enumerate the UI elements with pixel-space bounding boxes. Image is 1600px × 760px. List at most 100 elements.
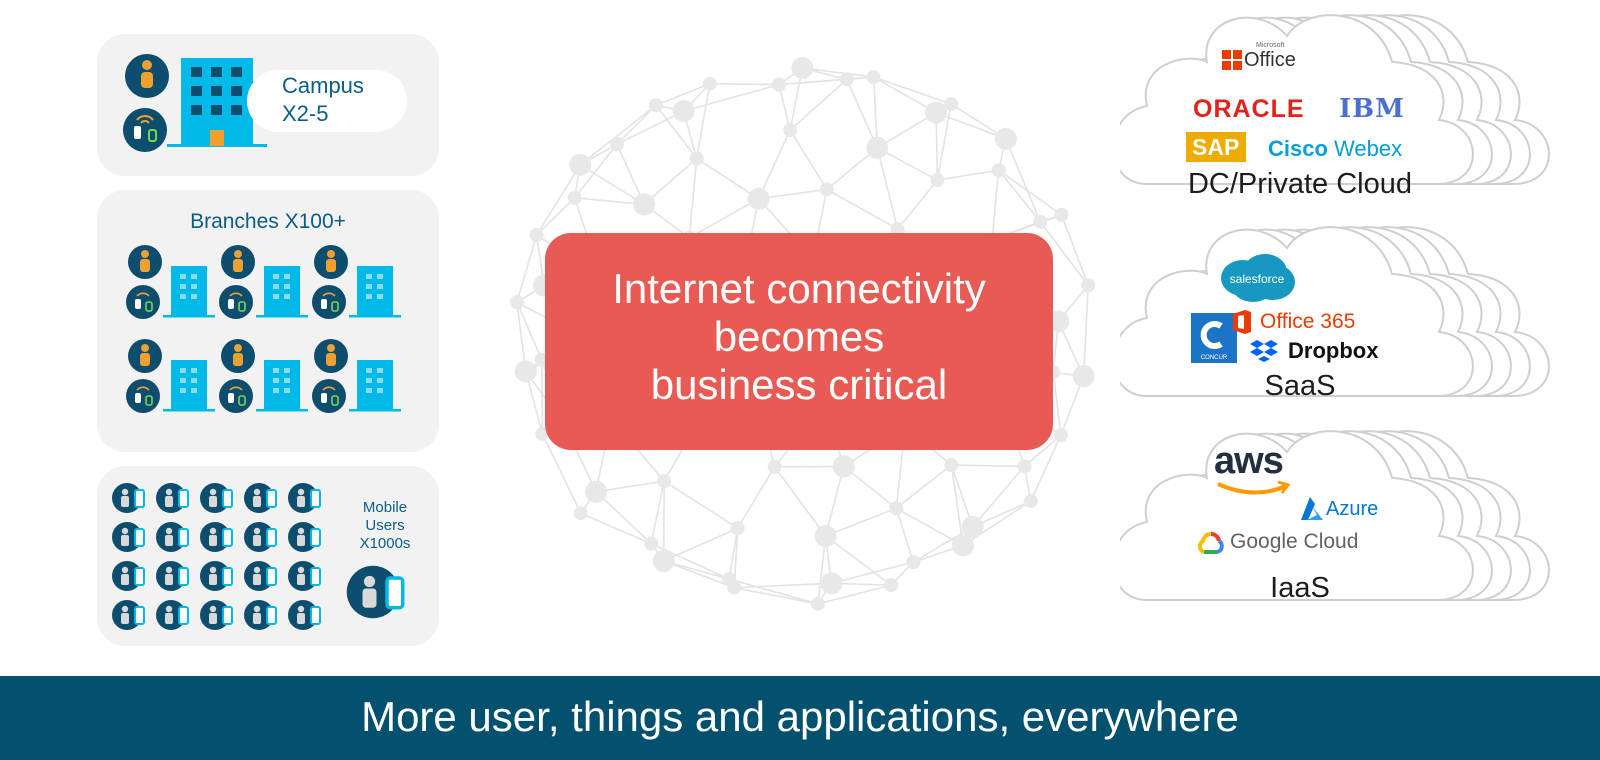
branch-site-icon (219, 245, 308, 319)
globe-node (839, 72, 854, 87)
office-logo-text: Office (1244, 49, 1296, 71)
critical-message: Internet connectivity becomes business c… (612, 265, 986, 408)
globe-node (509, 295, 524, 310)
globe-node (730, 521, 745, 536)
office365-logo: Office 365 (1260, 310, 1356, 333)
globe-node (925, 101, 948, 124)
globe-node (702, 76, 717, 91)
campus-icons (123, 54, 267, 152)
globe-node (1054, 207, 1069, 222)
cisco-webex-logo: Cisco Webex (1268, 136, 1402, 162)
branches-icons (126, 245, 401, 413)
globe-node (961, 515, 984, 538)
globe-node (906, 555, 921, 570)
mobile-user-icon (112, 522, 145, 552)
globe-node (1017, 459, 1032, 474)
campus-label-pill (247, 70, 407, 132)
globe-node (514, 360, 537, 383)
office-logo: Microsoft Office (1232, 42, 1296, 72)
mobile-user-icon (288, 522, 321, 552)
mobile-user-icon (200, 600, 233, 630)
globe-node (791, 56, 814, 79)
branch-site-icon (219, 339, 308, 413)
aws-smile-icon (1216, 480, 1296, 505)
branch-site-icon (126, 245, 215, 319)
office-brand-text: Microsoft (1256, 42, 1285, 49)
concur-logo: CONCUR (1191, 313, 1237, 363)
globe-node (1081, 278, 1096, 293)
office-logo-icon (1222, 48, 1242, 74)
globe-node (652, 549, 675, 572)
globe-node (1033, 214, 1048, 229)
branch-site-icon (312, 245, 401, 319)
campus-panel: Campus X2-5 (97, 34, 439, 176)
globe-node (952, 534, 975, 557)
globe-node (930, 173, 945, 188)
azure-logo: Azure (1326, 498, 1379, 520)
mobile-user-icon (112, 600, 145, 630)
cloud-saas-name: SaaS (1264, 370, 1336, 402)
mobile-user-icon (200, 483, 233, 513)
mobile-user-icon (288, 561, 321, 591)
globe-node (866, 70, 881, 85)
globe-node (783, 123, 798, 138)
mobile-panel: Mobile Users X1000s (97, 466, 439, 646)
mobile-user-icons (112, 483, 405, 630)
globe-node (814, 525, 837, 548)
globe-node (1072, 365, 1095, 388)
globe-node (866, 136, 889, 159)
aws-logo: aws (1214, 440, 1284, 482)
branches-panel: Branches X100+ (97, 190, 439, 452)
google-cloud-logo-icon (1194, 530, 1228, 561)
footer-text: More user, things and applications, ever… (361, 693, 1239, 740)
mobile-label: Mobile Users X1000s (359, 499, 411, 552)
mobile-user-icon (244, 522, 277, 552)
cloud-logos: Microsoft Office ORACLE IBM SAP Cisco We… (1120, 0, 1590, 676)
globe-node (890, 222, 905, 237)
mobile-user-icon (288, 600, 321, 630)
globe-node (609, 137, 624, 152)
building-icon (167, 58, 267, 147)
salesforce-logo: salesforce (1215, 250, 1299, 302)
office365-logo-icon (1230, 309, 1254, 340)
globe-node (633, 193, 656, 216)
branch-site-icon (312, 339, 401, 413)
mobile-user-icon (156, 522, 189, 552)
globe-node (819, 182, 834, 197)
globe-node (811, 596, 826, 611)
sap-logo: SAP (1186, 132, 1246, 162)
ibm-logo: IBM (1339, 94, 1405, 124)
mobile-user-icon (200, 561, 233, 591)
branches-title: Branches X100+ (190, 210, 346, 233)
footer-banner: More user, things and applications, ever… (0, 676, 1600, 760)
globe-node (644, 536, 659, 551)
globe-node (944, 97, 959, 112)
globe-node (771, 77, 786, 92)
globe-node (529, 228, 544, 243)
mobile-user-icon (200, 522, 233, 552)
globe-node (1053, 428, 1068, 443)
globe-node (584, 480, 607, 503)
mobile-user-large-icon (346, 565, 405, 619)
globe-node (747, 187, 770, 210)
cloud-layer (1120, 430, 1474, 601)
campus-label: Campus X2-5 (282, 73, 364, 126)
oracle-logo: ORACLE (1193, 95, 1305, 123)
cloud-iaas-name: IaaS (1270, 572, 1330, 604)
globe-node (573, 506, 588, 521)
cloud-icon (1120, 430, 1550, 601)
globe-node (727, 580, 742, 595)
globe-node (569, 153, 592, 176)
azure-logo-icon (1298, 496, 1326, 527)
person-icon (125, 54, 169, 98)
dropbox-logo-icon (1250, 338, 1280, 369)
globe-node (767, 459, 782, 474)
cloud-dc-name: DC/Private Cloud (1187, 168, 1413, 200)
mobile-user-icon (112, 561, 145, 591)
dropbox-logo: Dropbox (1288, 338, 1379, 363)
mobile-user-icon (244, 483, 277, 513)
globe-node (944, 458, 959, 473)
mobile-user-icon (288, 483, 321, 513)
webex-logo-text: Webex (1334, 136, 1403, 161)
mobile-user-icon (156, 483, 189, 513)
